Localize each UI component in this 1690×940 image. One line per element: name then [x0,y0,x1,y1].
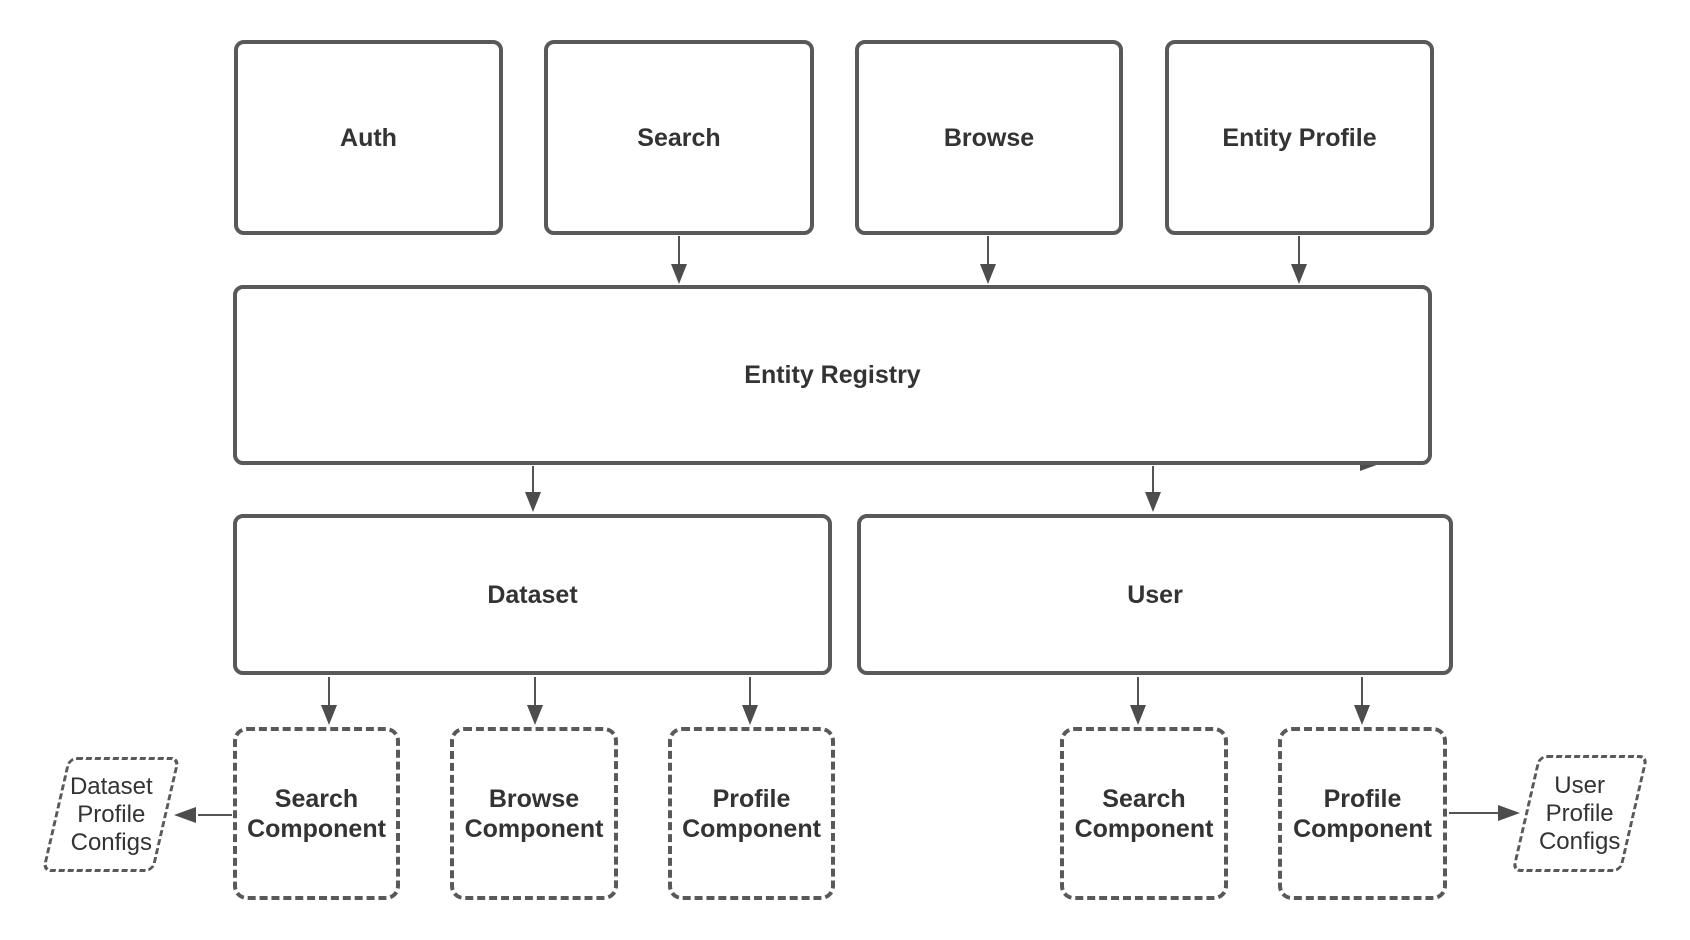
node-dataset-profile-configs: Dataset Profile Configs [41,757,181,872]
node-label: Browse Component [464,784,604,843]
node-entity-profile: Entity Profile [1165,40,1434,235]
node-dataset: Dataset [233,514,832,675]
arrow-browse-to-registry [980,236,996,284]
node-label: User Profile Configs [1539,771,1621,855]
arrow-search-to-registry [671,236,687,284]
node-label: Profile Component [682,784,821,843]
node-label: Auth [340,123,397,152]
node-label: Search Component [1074,784,1214,843]
node-browse: Browse [855,40,1123,235]
node-label: Entity Profile [1222,123,1377,152]
node-dataset-browse-component: Browse Component [450,727,618,900]
node-label: Entity Registry [744,361,921,389]
node-user-search-component: Search Component [1060,727,1228,900]
node-user: User [857,514,1453,675]
node-user-profile-component: Profile Component [1278,727,1447,900]
arrow-dataset-to-profile-component [742,677,758,725]
node-label: Search [637,123,721,152]
node-label: Dataset [487,580,578,609]
arrow-search-component-to-dataset-configs [174,807,232,823]
arrow-dataset-to-browse-component [527,677,543,725]
arrow-registry-to-user [1145,466,1161,512]
arrow-registry-to-dataset [525,466,541,512]
node-user-profile-configs: User Profile Configs [1511,755,1649,872]
arrow-profile-component-to-user-configs [1449,805,1520,821]
node-auth: Auth [234,40,503,235]
node-dataset-search-component: Search Component [233,727,400,900]
node-entity-registry: Entity Registry [233,285,1432,465]
node-label: Profile Component [1293,784,1432,843]
arrow-entity-profile-to-registry [1291,236,1307,284]
node-label: Dataset Profile Configs [69,772,153,856]
node-label: Search Component [247,784,386,843]
arrow-dataset-to-search-component [321,677,337,725]
node-dataset-profile-component: Profile Component [668,727,835,900]
node-label: Browse [943,123,1035,152]
node-label: User [1127,580,1183,609]
arrow-user-to-profile-component [1354,677,1370,725]
node-search: Search [544,40,814,235]
arrow-user-to-search-component [1130,677,1146,725]
